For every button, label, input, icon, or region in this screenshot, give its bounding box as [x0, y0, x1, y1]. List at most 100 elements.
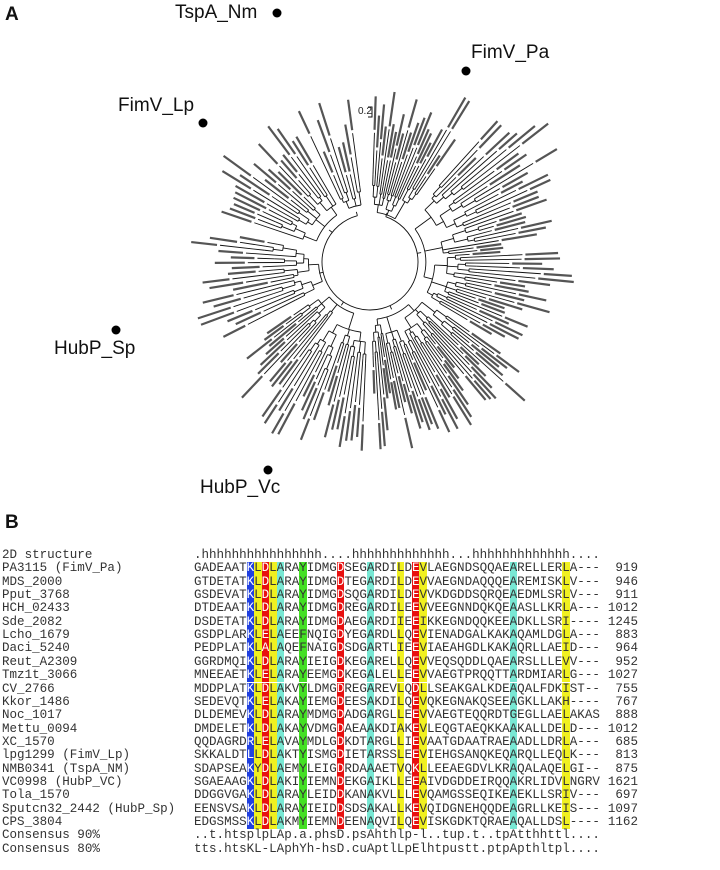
residue: E	[517, 788, 525, 803]
residue: M	[201, 721, 210, 736]
tree-branch	[430, 334, 435, 339]
tree-branch	[307, 210, 318, 219]
residue: -	[592, 801, 600, 816]
tree-branch	[417, 343, 436, 373]
leaf-label	[259, 341, 286, 366]
tree-branch	[415, 159, 427, 178]
residue: -	[592, 788, 600, 803]
residue: E	[351, 668, 360, 683]
tree-branch	[372, 185, 375, 198]
residue: D	[336, 815, 345, 830]
tree-branch	[454, 282, 457, 287]
tree-branch	[265, 245, 274, 248]
residue: E	[216, 708, 225, 723]
leaf-label	[277, 171, 303, 196]
leaf-label	[222, 154, 252, 177]
residue: G	[329, 561, 337, 576]
residue: E	[502, 788, 510, 803]
residue: K	[404, 801, 412, 816]
tree-branch	[280, 276, 295, 281]
leaf-label	[480, 120, 499, 141]
residue: -	[592, 748, 600, 763]
residue: A	[366, 801, 375, 816]
residue: V	[419, 668, 427, 683]
residue: K	[344, 788, 352, 803]
residue: A	[291, 601, 300, 616]
residue: P	[216, 681, 225, 696]
residue: E	[216, 721, 225, 736]
tree-branch	[322, 330, 330, 342]
tree-branch	[446, 315, 458, 324]
residue: A	[419, 774, 427, 790]
residue: h	[411, 548, 420, 562]
tree-branch	[424, 247, 443, 252]
residue: Y	[299, 721, 307, 736]
tree-branch	[306, 204, 314, 211]
residue: L	[532, 774, 540, 789]
tree-branch	[464, 208, 471, 213]
residue: A	[261, 641, 270, 656]
residue: G	[329, 574, 337, 589]
residue: -	[569, 815, 578, 829]
tree-branch	[374, 325, 377, 333]
residue: G	[449, 774, 458, 789]
residue: E	[554, 708, 563, 723]
leaf-label	[299, 418, 311, 441]
leaf-label	[413, 362, 428, 391]
residue: A	[231, 774, 240, 789]
residue: A	[449, 641, 458, 656]
residue: D	[209, 721, 217, 736]
residue: L	[539, 641, 548, 656]
tree-branch	[264, 249, 273, 252]
tree-branch	[398, 147, 414, 188]
residue: G	[224, 734, 232, 749]
tree-branch	[445, 192, 453, 200]
residue: h	[359, 548, 367, 562]
tree-branch	[460, 183, 465, 188]
sequence-length: 919	[615, 561, 638, 576]
tree-branch	[322, 314, 327, 320]
residue: l	[254, 828, 262, 843]
residue: T	[239, 721, 247, 736]
leaf-label	[341, 142, 351, 172]
residue: F	[539, 681, 548, 696]
residue: L	[396, 668, 405, 683]
tree-branch	[466, 236, 469, 242]
tree-branch	[328, 296, 354, 314]
residue: S	[344, 641, 352, 656]
residue: l	[396, 828, 405, 843]
residue: L	[269, 815, 277, 830]
sequence-residues: SDAPSEAKYDLAEMYLEIGDRDAAAETVQKLLEEAEGDVL…	[194, 761, 600, 776]
leaf-label	[494, 321, 523, 337]
residue: .	[584, 841, 593, 856]
residue: E	[411, 574, 420, 590]
tree-branch	[475, 210, 514, 226]
tree-branch	[339, 359, 349, 397]
residue: E	[502, 654, 510, 669]
residue: h	[404, 548, 412, 562]
residue: K	[374, 694, 382, 709]
residue: Q	[284, 641, 292, 656]
tree-branch	[353, 356, 355, 361]
leaf-label	[267, 168, 292, 191]
residue: I	[404, 734, 412, 749]
tree-branch	[438, 182, 443, 186]
residue: h	[321, 841, 330, 856]
residue: D	[547, 734, 555, 749]
residue: L	[539, 601, 548, 616]
residue: F	[299, 641, 307, 656]
clade-label-tspa-nm: TspA_Nm	[175, 2, 258, 23]
residue: h	[442, 548, 450, 562]
residue: G	[569, 761, 578, 776]
residue: -	[584, 681, 593, 696]
tree-branch	[388, 342, 392, 353]
tree-branch	[312, 280, 323, 286]
tree-branch	[293, 356, 313, 387]
residue: A	[366, 734, 375, 750]
residue: E	[216, 694, 225, 709]
residue: L	[396, 774, 405, 790]
tree-branch	[399, 341, 405, 355]
leaf-label	[516, 302, 550, 314]
